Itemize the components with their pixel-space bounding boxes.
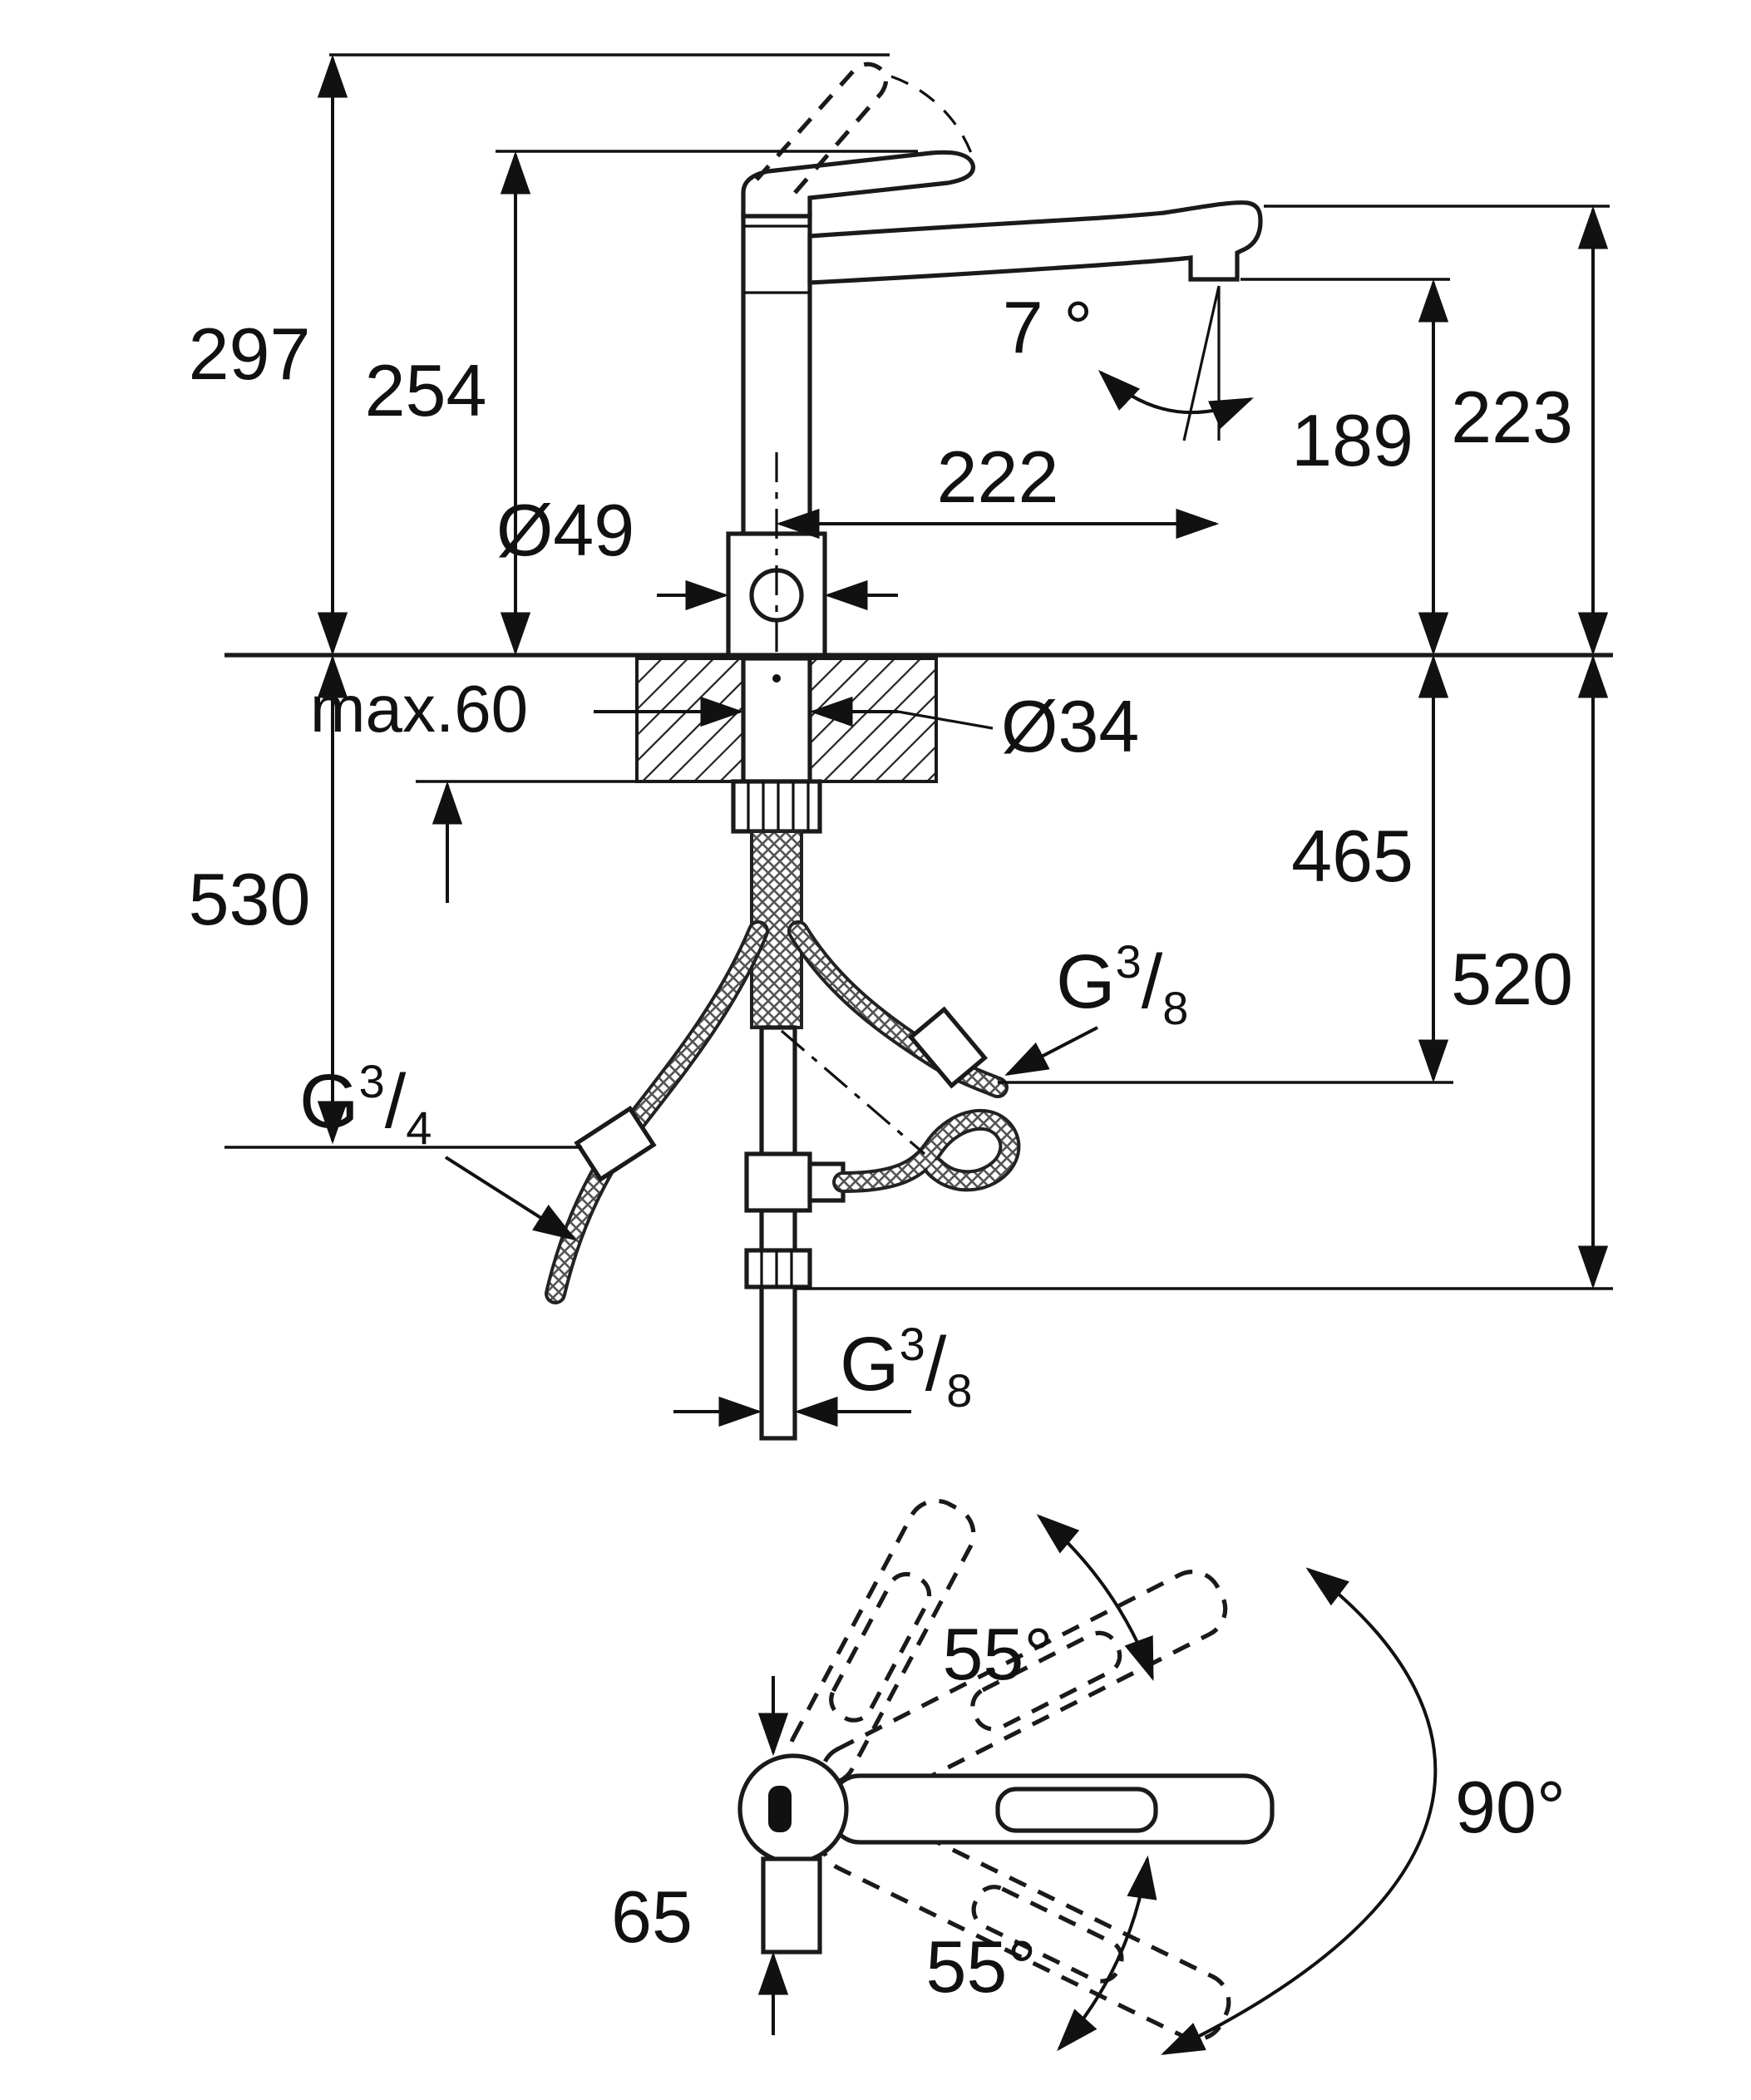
dim-7deg-label: 7 °	[1003, 286, 1093, 368]
mounting-nut	[731, 779, 822, 834]
loop-hose	[832, 1108, 1021, 1193]
thread-g38-bottom-label: G3/8	[840, 1318, 972, 1417]
tee-fitting	[744, 1151, 846, 1213]
dim-65-label: 65	[611, 1876, 693, 1958]
top-view: 55° 90° 55° 65	[611, 1498, 1566, 2055]
branch-centerline	[780, 1029, 926, 1156]
dim-55-upper-label: 55°	[942, 1613, 1053, 1695]
dim-189-label: 189	[1291, 399, 1413, 481]
handle-position-upper	[819, 1569, 1228, 1814]
water-stream-line	[1182, 285, 1221, 441]
handle-position-lower	[820, 1803, 1231, 2042]
dim-465-label: 465	[1291, 815, 1413, 897]
pivot-mark	[768, 1786, 792, 1832]
spout-top-view	[761, 1856, 822, 1955]
dim-222-label: 222	[937, 436, 1059, 518]
handle-grip-cutout	[995, 1787, 1158, 1833]
faucet-column	[741, 210, 812, 536]
dim-223-label: 223	[1451, 376, 1573, 458]
faucet-handle-raised	[755, 62, 889, 195]
dim-max60-label: max.60	[310, 672, 528, 746]
dim-34-label: Ø34	[1001, 685, 1139, 767]
dim-530-label: 530	[189, 858, 311, 940]
thread-g34-leader	[444, 1156, 577, 1241]
dim-34-leader	[897, 710, 994, 730]
thread-g38-side-label: G3/8	[1056, 935, 1188, 1034]
supply-pipe	[759, 1025, 797, 1441]
pipe-nut	[744, 1248, 812, 1289]
dim-254-label: 254	[365, 349, 487, 431]
shank-mark	[772, 674, 781, 683]
spout-angle-arc	[1097, 370, 1254, 429]
dim-90-label: 90°	[1455, 1766, 1566, 1848]
arc-90	[1161, 1567, 1438, 2055]
arc-55-upper	[1036, 1514, 1154, 1682]
dim-520-label: 520	[1451, 938, 1573, 1020]
countertop-hatch-left	[635, 657, 745, 783]
dim-297-label: 297	[189, 313, 311, 395]
dim-55-lower-label: 55°	[925, 1925, 1036, 2008]
thread-g38-side-leader	[1004, 1026, 1098, 1076]
faucet-handle	[741, 150, 975, 219]
hose-fitting-right	[907, 1006, 989, 1089]
handle-pivot	[737, 1753, 849, 1865]
supply-hose-left	[545, 920, 769, 1304]
faucet-spout	[807, 200, 1263, 285]
thread-g34-label: G3/4	[299, 1055, 432, 1154]
countertop-hatch-right	[808, 657, 938, 783]
hose-fitting-left	[574, 1105, 657, 1183]
dim-49-label: Ø49	[496, 489, 634, 571]
handle-motion-arc	[890, 75, 973, 154]
arc-55-lower	[1057, 1855, 1157, 2052]
supply-hose-right	[787, 920, 1009, 1098]
